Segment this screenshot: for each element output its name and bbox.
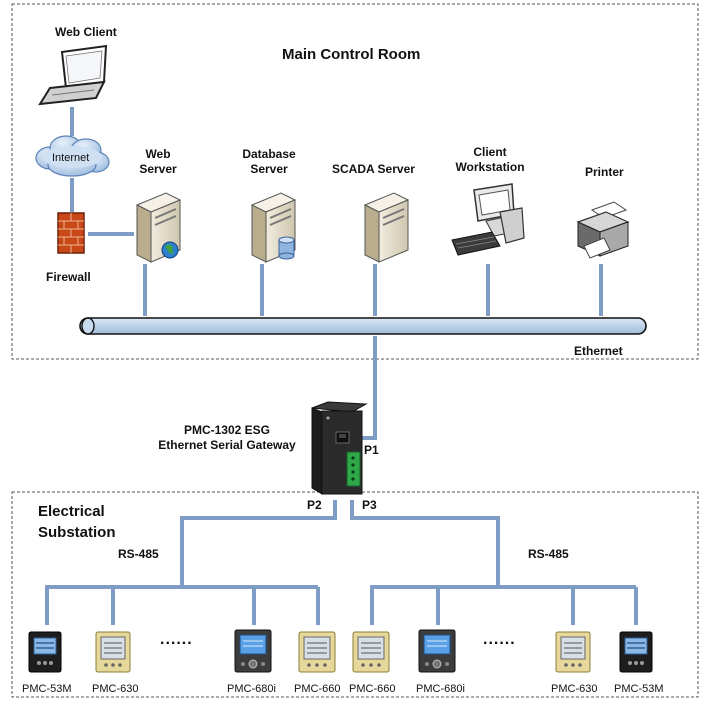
substation-title: Electrical Substation [38, 501, 116, 543]
rs485-left-trunk [180, 500, 337, 585]
cloud-icon [35, 135, 110, 177]
printer-icon [576, 201, 630, 259]
laptop-icon [38, 44, 108, 106]
meter-icon-pmc-53m [28, 631, 62, 673]
substation-title-line1: Electrical [38, 503, 105, 520]
meter-label: PMC-680i [227, 683, 276, 695]
meter-icon-pmc-660-right [352, 631, 390, 673]
database-server-icon [250, 192, 297, 263]
ellipsis-right: ...... [483, 631, 516, 648]
gateway-device-icon [311, 401, 368, 495]
substation-title-line2: Substation [38, 524, 116, 541]
meter-icon-pmc-660 [298, 631, 336, 673]
rs485-left-label: RS-485 [118, 547, 159, 561]
web-server-label: Web Server [118, 147, 198, 177]
main-control-room-frame [11, 3, 699, 360]
gateway-label: PMC-1302 ESG Ethernet Serial Gateway [132, 423, 322, 453]
client-workstation-label-line2: Workstation [455, 160, 525, 174]
scada-server-label: SCADA Server [332, 162, 415, 176]
meter-icon-pmc-680i-right [418, 629, 456, 673]
firewall-icon [57, 212, 85, 254]
printer-label: Printer [585, 165, 624, 179]
meter-label: PMC-680i [416, 683, 465, 695]
meter-icon-pmc-630 [95, 631, 131, 673]
gateway-label-line1: PMC-1302 ESG [183, 423, 271, 437]
main-control-room-title: Main Control Room [282, 46, 421, 63]
rs485-right-label: RS-485 [528, 547, 569, 561]
meter-icon-pmc-630-right [555, 631, 591, 673]
port-p2-label: P2 [307, 498, 322, 512]
ethernet-bus [79, 317, 647, 335]
meter-icon-pmc-680i [234, 629, 272, 673]
meter-label: PMC-630 [551, 683, 598, 695]
ellipsis-left: ...... [160, 631, 193, 648]
rs485-lines [45, 500, 638, 625]
meter-label: PMC-660 [349, 683, 396, 695]
web-server-icon [135, 192, 182, 263]
rs485-right-trunk [350, 500, 500, 585]
meter-label: PMC-630 [92, 683, 139, 695]
ethernet-gateway-link [362, 336, 377, 440]
workstation-icon [451, 183, 525, 256]
port-p1-label: P1 [364, 443, 379, 457]
database-server-label: Database Server [226, 147, 312, 177]
meter-label: PMC-660 [294, 683, 341, 695]
connection-lines [70, 107, 603, 440]
web-client-label: Web Client [55, 25, 117, 39]
port-p3-label: P3 [362, 498, 377, 512]
web-server-label-line1: Web [145, 147, 171, 161]
database-server-label-line1: Database [242, 147, 296, 161]
meter-label: PMC-53M [614, 683, 664, 695]
web-server-label-line2: Server [139, 162, 177, 176]
client-workstation-label: Client Workstation [444, 145, 536, 175]
meter-icon-pmc-53m-right [619, 631, 653, 673]
meter-icons [28, 629, 653, 673]
gateway-label-line2: Ethernet Serial Gateway [158, 438, 296, 452]
ethernet-label: Ethernet [574, 344, 623, 358]
database-server-label-line2: Server [250, 162, 288, 176]
firewall-label: Firewall [46, 270, 91, 284]
scada-server-icon [363, 192, 410, 263]
meter-label: PMC-53M [22, 683, 72, 695]
internet-label: Internet [52, 152, 90, 164]
client-workstation-label-line1: Client [473, 145, 507, 159]
